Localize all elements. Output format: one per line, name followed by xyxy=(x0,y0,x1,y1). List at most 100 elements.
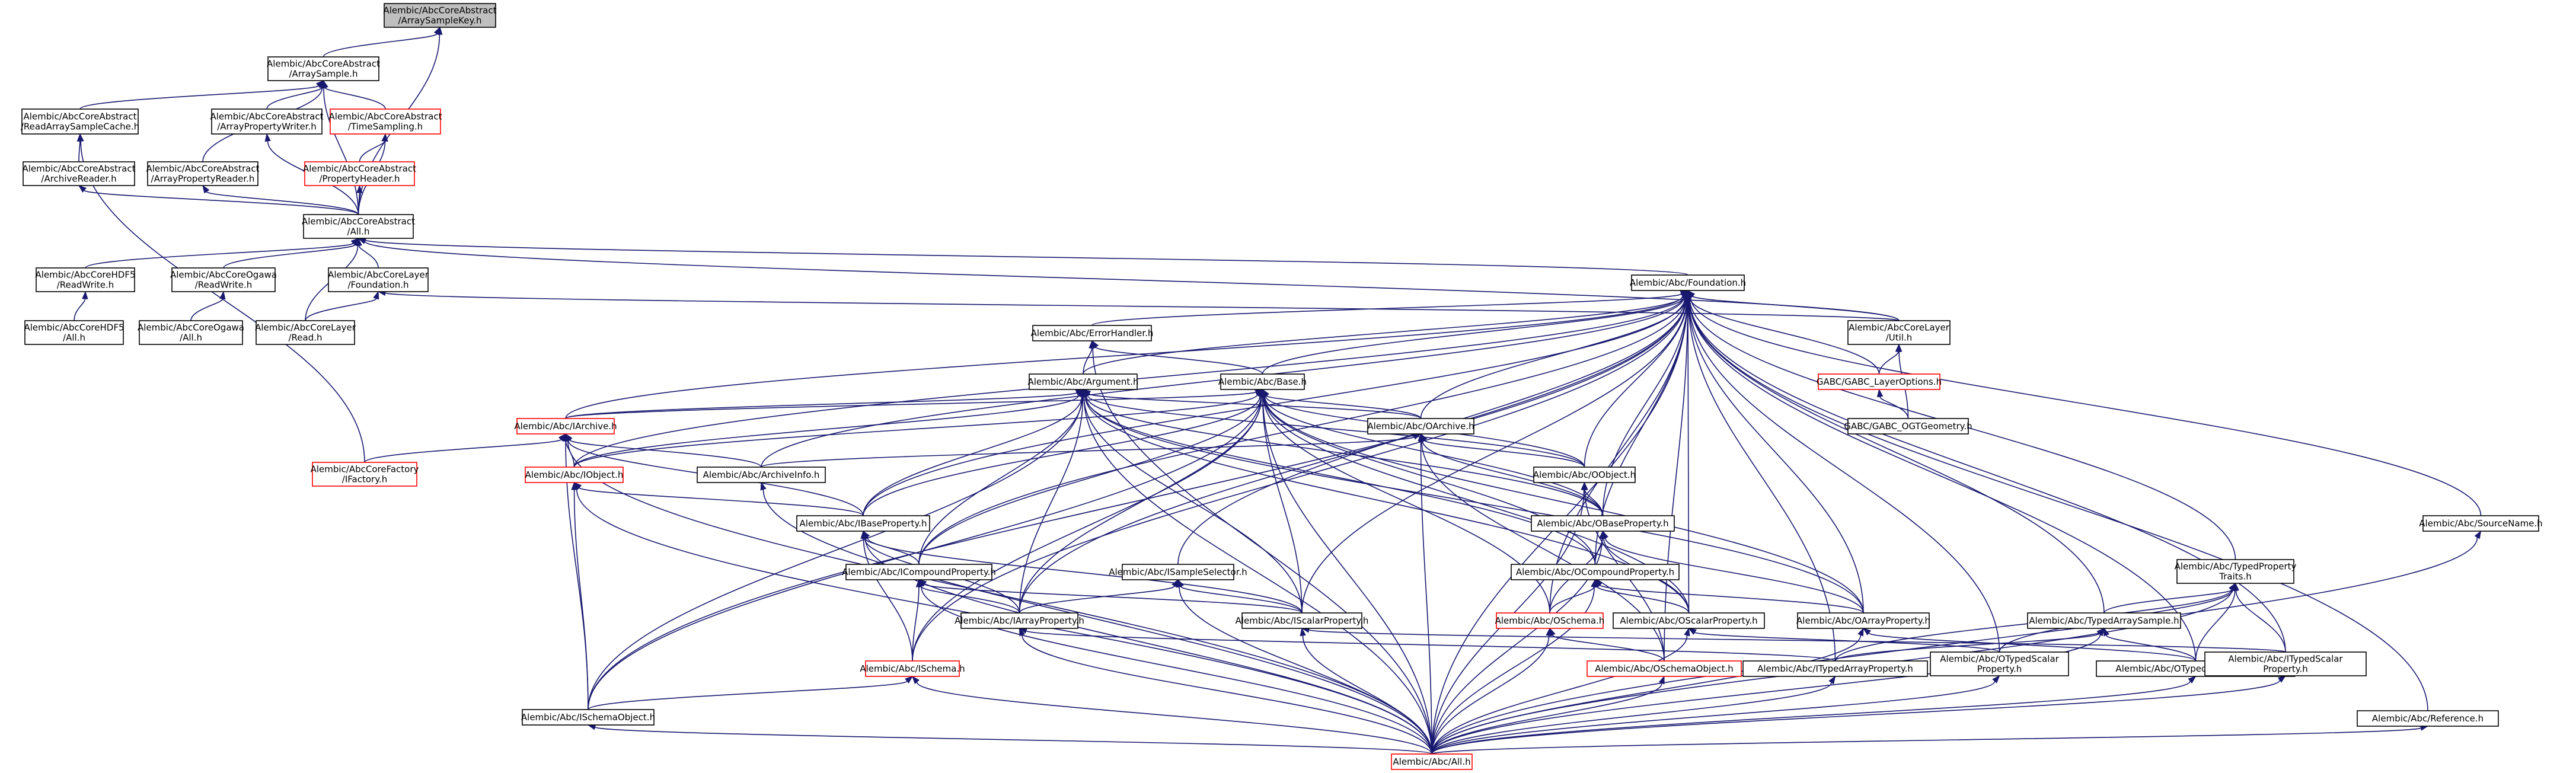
node-acaall[interactable]: Alembic/AbcCoreAbstract/All.h xyxy=(302,214,415,239)
node-as[interactable]: Alembic/AbcCoreAbstract/ArraySample.h xyxy=(267,56,380,81)
node-label: /All.h xyxy=(180,333,202,343)
node-apw[interactable]: Alembic/AbcCoreAbstract/ArrayPropertyWri… xyxy=(210,108,324,135)
node-label: /Util.h xyxy=(1886,333,1913,343)
node-itarr[interactable]: Alembic/Abc/ITypedArrayProperty.h xyxy=(1742,660,1928,677)
edge-ref-to-found xyxy=(1686,289,2428,711)
node-box xyxy=(24,320,124,345)
node-label: /All.h xyxy=(347,226,370,237)
node-label: Alembic/AbcCoreAbstract xyxy=(384,5,497,16)
edge-line xyxy=(912,396,1262,662)
node-err[interactable]: Alembic/Abc/ErrorHandler.h xyxy=(1031,325,1154,341)
node-h5rw[interactable]: Alembic/AbcCoreHDF5/ReadWrite.h xyxy=(35,267,136,292)
node-isch[interactable]: Alembic/Abc/ISchema.h xyxy=(860,660,965,677)
node-ts[interactable]: Alembic/AbcCoreAbstract/TimeSampling.h xyxy=(329,108,442,135)
edge-line xyxy=(1431,682,1832,755)
node-label: Alembic/Abc/ICompoundProperty.h xyxy=(842,567,996,577)
node-ischobj[interactable]: Alembic/Abc/ISchemaObject.h xyxy=(521,709,655,726)
edge-line xyxy=(1431,681,1996,755)
node-arg[interactable]: Alembic/Abc/Argument.h xyxy=(1027,373,1139,390)
node-glo[interactable]: GABC/GABC_LayerOptions.h xyxy=(1817,373,1942,390)
node-found[interactable]: Alembic/Abc/Foundation.h xyxy=(1630,274,1746,291)
node-ar[interactable]: Alembic/AbcCoreAbstract/ArchiveReader.h xyxy=(23,161,136,186)
edge-iarch-to-arg xyxy=(565,389,1084,419)
node-box xyxy=(21,108,139,135)
node-label: Alembic/Abc/OCompoundProperty.h xyxy=(1516,567,1674,577)
node-isel[interactable]: Alembic/Abc/ISampleSelector.h xyxy=(1109,564,1247,580)
node-ocomp[interactable]: Alembic/Abc/OCompoundProperty.h xyxy=(1511,564,1680,580)
node-label: Alembic/AbcCoreAbstract xyxy=(210,111,324,122)
node-ref[interactable]: Alembic/Abc/Reference.h xyxy=(2357,710,2499,727)
arrowhead-icon xyxy=(82,290,88,299)
edge-line xyxy=(1689,297,1880,375)
node-ifac[interactable]: Alembic/AbcCoreFactory/IFactory.h xyxy=(311,462,419,487)
node-oscal[interactable]: Alembic/Abc/OScalarProperty.h xyxy=(1613,612,1765,629)
arrowhead-icon xyxy=(912,675,920,684)
node-lfound[interactable]: Alembic/AbcCoreLayer/Foundation.h xyxy=(328,267,429,292)
arrowhead-icon xyxy=(1684,289,1691,298)
node-box xyxy=(256,320,355,345)
node-rasc[interactable]: Alembic/AbcCoreAbstract/ReadArraySampleC… xyxy=(21,108,139,135)
node-ibase[interactable]: Alembic/Abc/IBaseProperty.h xyxy=(796,515,930,532)
node-ogrw[interactable]: Alembic/AbcCoreOgawa/ReadWrite.h xyxy=(170,267,277,292)
edge-line xyxy=(918,396,1083,565)
edge-line xyxy=(1584,297,1688,468)
node-label: Alembic/Abc/ErrorHandler.h xyxy=(1031,328,1154,338)
edge-line xyxy=(1180,586,1303,614)
node-box xyxy=(1631,274,1745,291)
edge-line xyxy=(1179,586,1432,755)
node-ph[interactable]: Alembic/AbcCoreAbstract/PropertyHeader.h xyxy=(303,161,416,186)
node-tas[interactable]: Alembic/Abc/TypedArraySample.h xyxy=(2027,612,2181,629)
node-iscal[interactable]: Alembic/Abc/IScalarProperty.h xyxy=(1236,612,1369,629)
edge-line xyxy=(78,140,81,162)
node-label: /ArchiveReader.h xyxy=(41,174,116,184)
edge-acaall-to-ph xyxy=(356,184,363,215)
arrowhead-icon xyxy=(1591,579,1598,587)
node-ogall[interactable]: Alembic/AbcCoreOgawa/All.h xyxy=(138,320,244,345)
node-h5all[interactable]: Alembic/AbcCoreHDF5/All.h xyxy=(24,320,125,345)
node-box xyxy=(2422,515,2539,532)
node-osch[interactable]: Alembic/Abc/OSchema.h xyxy=(1495,612,1605,629)
node-iobj[interactable]: Alembic/Abc/IObject.h xyxy=(525,467,624,483)
node-oschobj[interactable]: Alembic/Abc/OSchemaObject.h xyxy=(1587,660,1742,677)
node-iarch[interactable]: Alembic/Abc/IArchive.h xyxy=(514,418,617,435)
node-aball[interactable]: Alembic/Abc/All.h xyxy=(1391,753,1473,770)
node-oarch[interactable]: Alembic/Abc/OArchive.h xyxy=(1367,418,1474,435)
node-oarr[interactable]: Alembic/Abc/OArrayProperty.h xyxy=(1796,612,1930,629)
node-label: Alembic/AbcCoreLayer xyxy=(255,322,356,333)
node-label: GABC/GABC_OGTGeometry.h xyxy=(1844,421,1972,432)
node-base[interactable]: Alembic/Abc/Base.h xyxy=(1218,373,1307,390)
node-label: Alembic/AbcCoreAbstract xyxy=(23,164,136,174)
node-label: Alembic/AbcCoreAbstract xyxy=(146,164,260,174)
arrowhead-icon xyxy=(1019,627,1026,637)
node-obase[interactable]: Alembic/Abc/OBaseProperty.h xyxy=(1531,515,1675,532)
node-iarr[interactable]: Alembic/Abc/IArrayProperty.h xyxy=(955,612,1084,629)
edge-line xyxy=(588,396,1083,710)
arrowhead-icon xyxy=(1090,340,1096,349)
node-label: /IFactory.h xyxy=(342,474,387,485)
node-srcname[interactable]: Alembic/Abc/SourceName.h xyxy=(2419,515,2543,532)
edge-line xyxy=(921,586,1432,755)
edge-aball-to-arg xyxy=(1081,388,1432,755)
edge-line xyxy=(1262,396,1303,614)
arrowhead-icon xyxy=(356,184,363,193)
edge-line xyxy=(1584,489,1604,516)
node-lutil[interactable]: Alembic/AbcCoreLayer/Util.h xyxy=(1847,320,1951,345)
node-ainfo[interactable]: Alembic/Abc/ArchiveInfo.h xyxy=(697,467,826,483)
node-gogt[interactable]: GABC/GABC_OGTGeometry.h xyxy=(1844,418,1972,435)
node-label: Alembic/Abc/IBaseProperty.h xyxy=(800,518,927,529)
edge-rasc-to-as xyxy=(79,80,324,110)
node-apr[interactable]: Alembic/AbcCoreAbstract/ArrayPropertyRea… xyxy=(146,161,260,186)
node-icomp[interactable]: Alembic/Abc/ICompoundProperty.h xyxy=(842,564,996,580)
node-oobj[interactable]: Alembic/Abc/OObject.h xyxy=(1533,467,1636,483)
node-label: /ArrayPropertyWriter.h xyxy=(217,122,317,132)
node-lread[interactable]: Alembic/AbcCoreLayer/Read.h xyxy=(255,320,356,345)
edge-line xyxy=(588,680,908,710)
node-label: Alembic/Abc/IArrayProperty.h xyxy=(955,615,1084,626)
edge-line xyxy=(1694,631,2000,653)
node-box xyxy=(1241,612,1362,629)
node-box xyxy=(2357,710,2499,727)
